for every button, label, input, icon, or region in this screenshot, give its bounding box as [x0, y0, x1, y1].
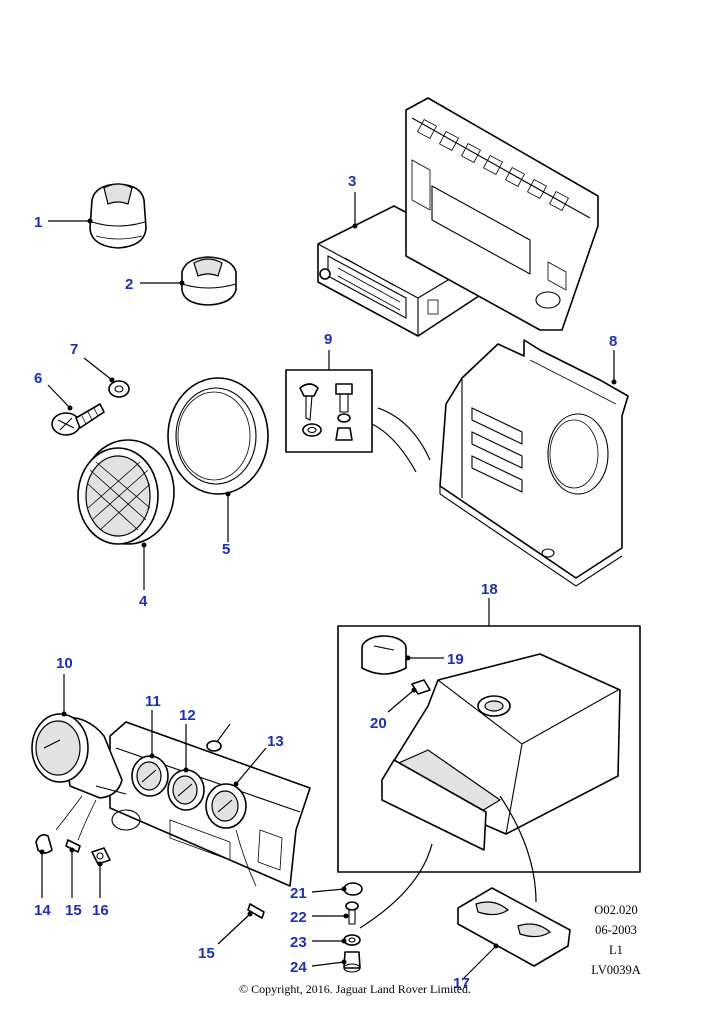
callout-9: 9 — [324, 331, 332, 348]
part-15-bulb-holder-2[interactable] — [247, 903, 265, 919]
copyright-notice: © Copyright, 2016. Jaguar Land Rover Lim… — [239, 982, 471, 996]
callout-labels: 1 2 3 4 5 6 7 8 9 10 11 12 13 14 15 16 1… — [34, 173, 617, 992]
callout-12: 12 — [179, 707, 196, 724]
reference-code: O02.020 — [594, 903, 637, 917]
part-14-bulb[interactable] — [35, 834, 53, 854]
part-22-screw[interactable] — [345, 901, 359, 925]
callout-11: 11 — [145, 693, 161, 710]
part-16-socket[interactable] — [91, 847, 111, 865]
callout-21: 21 — [290, 885, 307, 902]
part-23-washer[interactable] — [343, 934, 361, 946]
part-9-fixings-kit[interactable] — [285, 369, 373, 453]
part-11-gauge[interactable] — [131, 755, 169, 797]
callout-3: 3 — [348, 173, 356, 190]
callout-5: 5 — [222, 541, 230, 558]
callout-18: 18 — [481, 581, 498, 598]
callout-16: 16 — [92, 902, 109, 919]
callout-15b: 15 — [198, 945, 215, 962]
part-10-speedometer[interactable] — [31, 713, 127, 799]
part-13-gauge[interactable] — [205, 783, 247, 829]
callout-23: 23 — [290, 934, 307, 951]
part-1-knob[interactable] — [89, 183, 147, 249]
callout-2: 2 — [125, 276, 133, 293]
callout-20: 20 — [370, 715, 387, 732]
part-19-lock[interactable] — [361, 635, 407, 675]
callout-8: 8 — [609, 333, 617, 350]
callout-4: 4 — [139, 593, 148, 610]
callout-17: 17 — [453, 975, 470, 992]
reference-date: 06-2003 — [595, 923, 637, 937]
reference-block: O02.020 06-2003 L1 LV0039A — [591, 903, 641, 977]
part-8-panel[interactable] — [439, 339, 629, 587]
gauge-connector — [55, 723, 257, 887]
part-5-ring[interactable] — [167, 377, 269, 495]
leader-lines — [39, 192, 617, 981]
part-4-bezel[interactable] — [77, 439, 175, 545]
part-21-cap[interactable] — [343, 882, 363, 896]
part-15-bulb-holder[interactable] — [65, 839, 81, 853]
dash-panel — [405, 97, 599, 331]
callout-10: 10 — [56, 655, 73, 672]
part-7-washer[interactable] — [108, 380, 130, 398]
callout-13: 13 — [267, 733, 284, 750]
callout-22: 22 — [290, 909, 307, 926]
callout-15a: 15 — [65, 902, 82, 919]
part-2-knob[interactable] — [181, 256, 237, 306]
part-6-screw[interactable] — [51, 403, 105, 436]
callout-19: 19 — [447, 651, 464, 668]
part-12-gauge[interactable] — [167, 769, 205, 811]
callout-1: 1 — [34, 214, 42, 231]
reference-illustration: LV0039A — [591, 963, 641, 977]
part-18-cubby-box-group[interactable] — [337, 625, 641, 873]
callout-7: 7 — [70, 341, 78, 358]
callout-6: 6 — [34, 370, 42, 387]
callout-14: 14 — [34, 902, 51, 919]
callout-24: 24 — [290, 959, 307, 976]
part-17-cup-holder[interactable] — [457, 887, 571, 967]
reference-sheet: L1 — [609, 943, 623, 957]
